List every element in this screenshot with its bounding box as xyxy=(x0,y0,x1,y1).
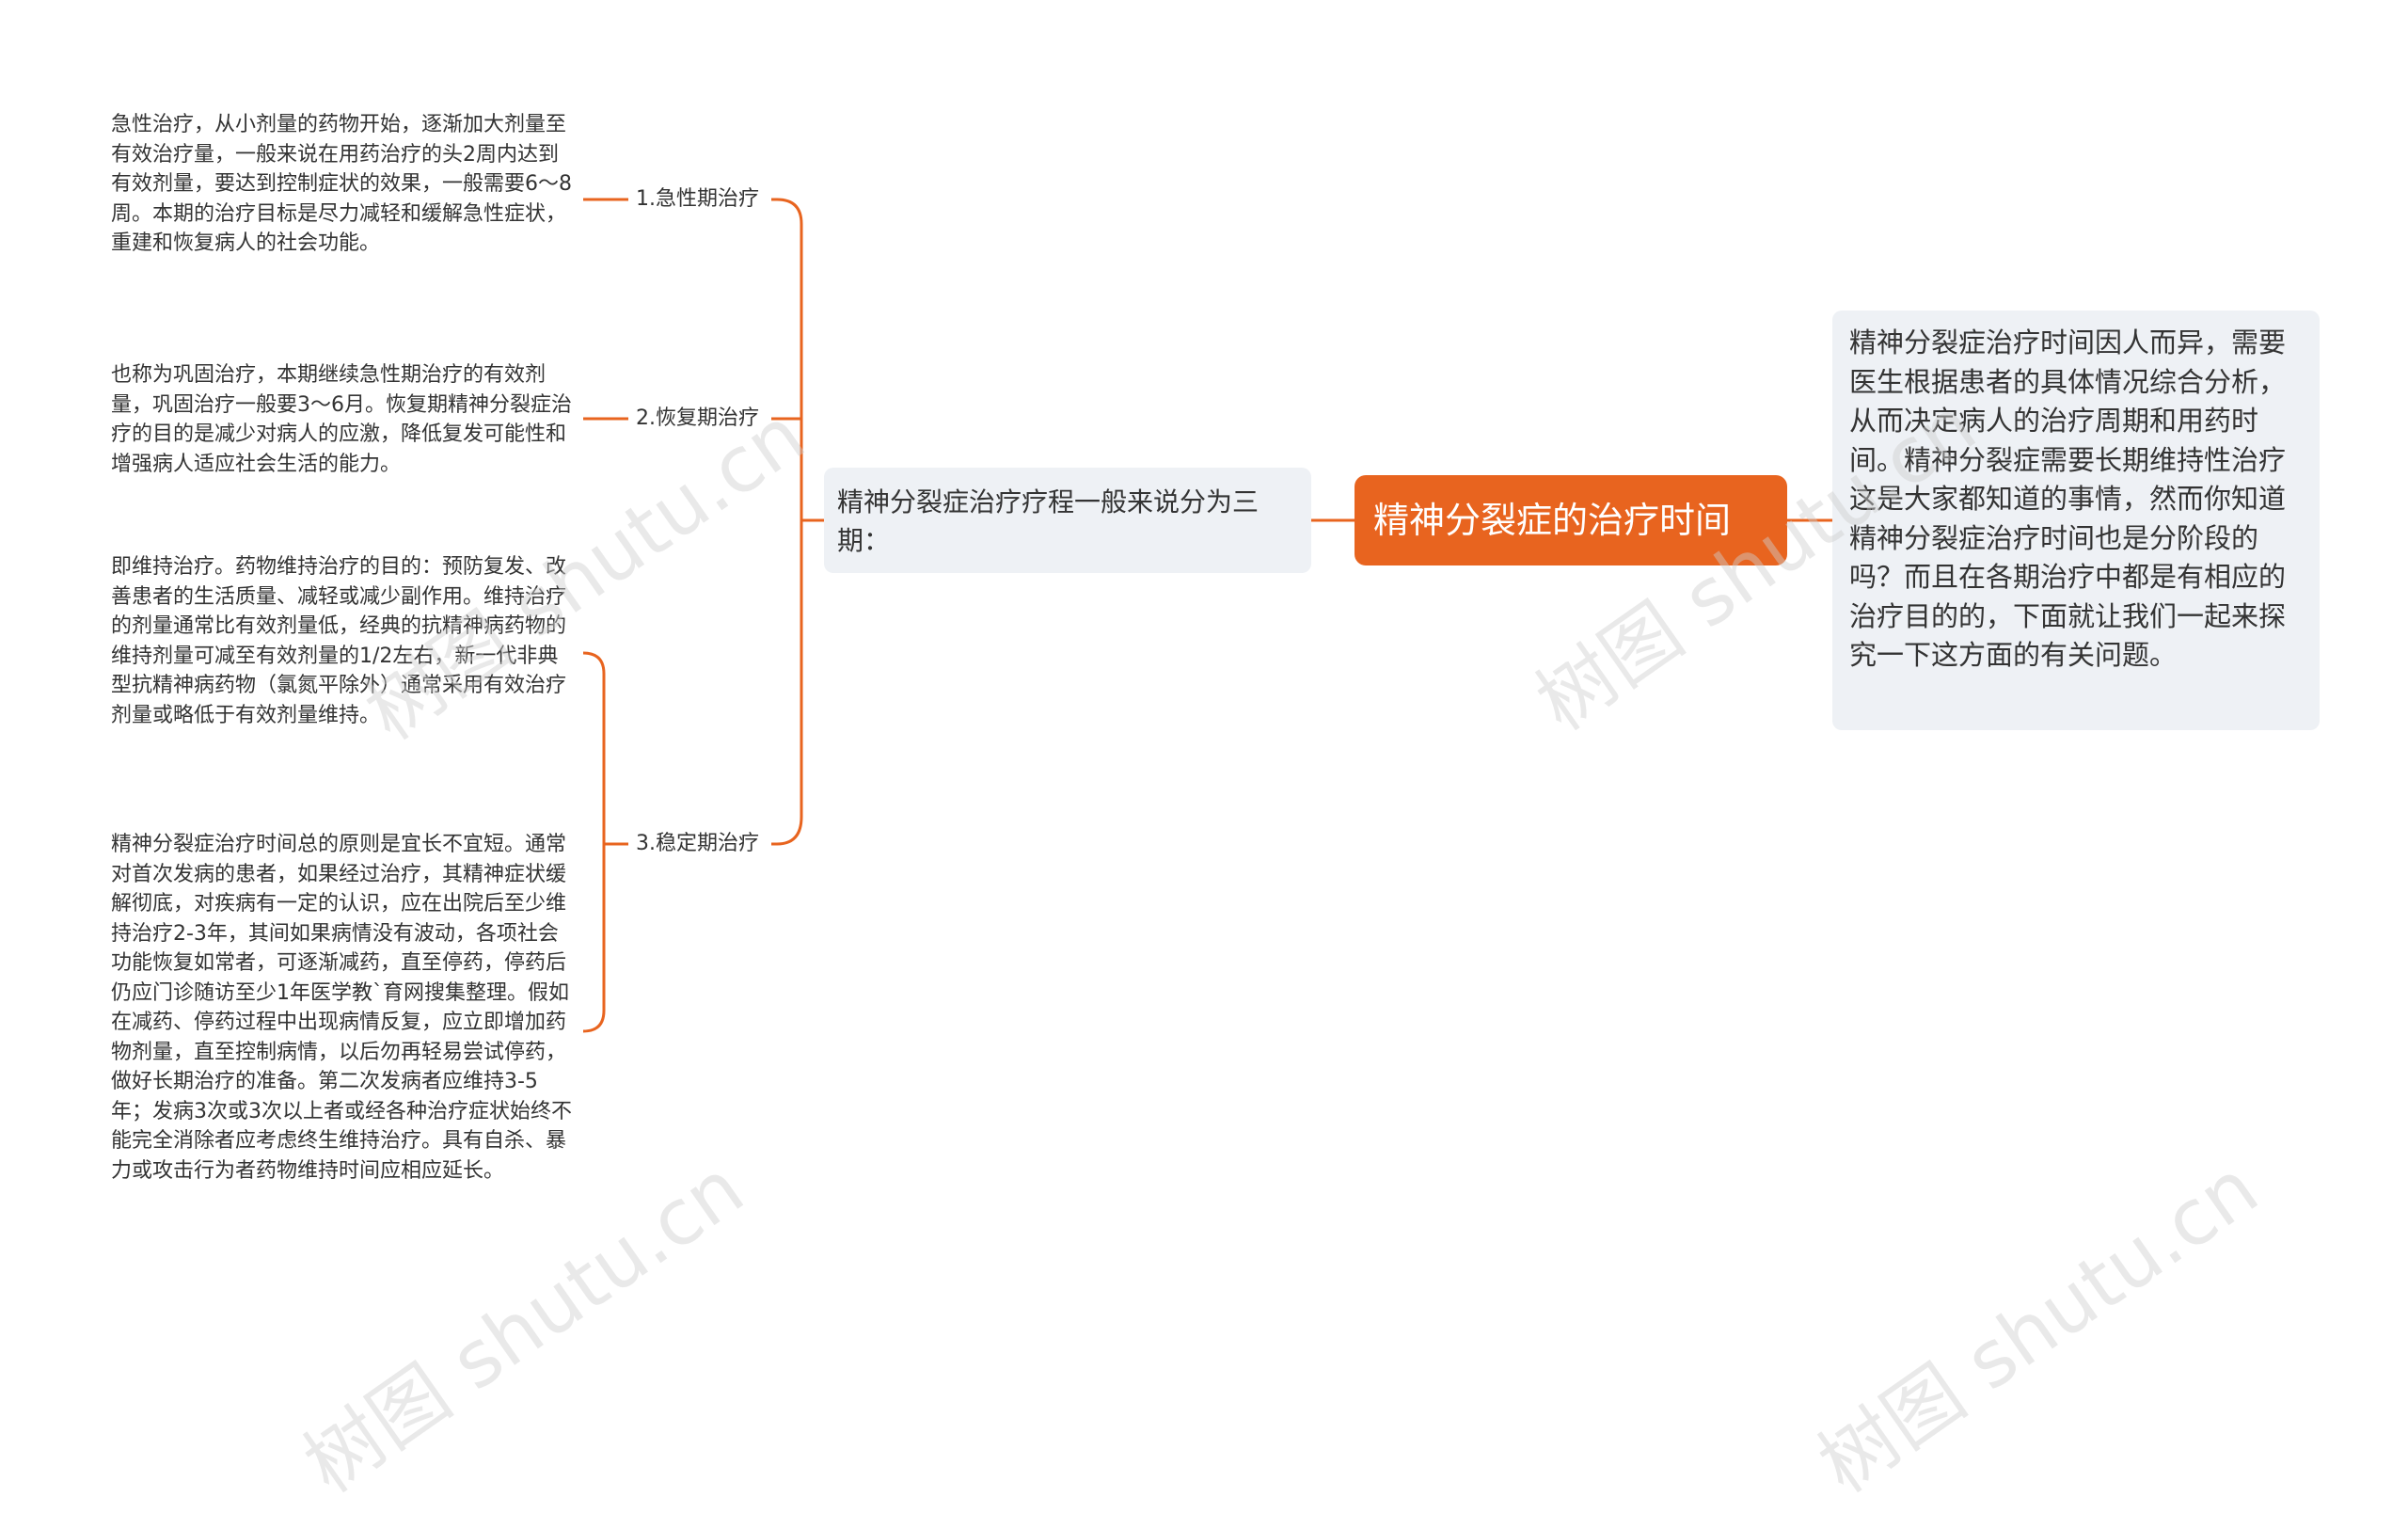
phase-detail-stable-principle[interactable]: 精神分裂症治疗时间总的原则是宜长不宜短。通常对首次发病的患者，如果经过治疗，其精… xyxy=(111,830,572,1186)
bracket-phases xyxy=(776,198,803,846)
detail-text: 也称为巩固治疗，本期继续急性期治疗的有效剂量，巩固治疗一般要3～6月。恢复期精神… xyxy=(111,363,572,476)
root-title: 精神分裂症的治疗时间 xyxy=(1373,500,1732,541)
phase-detail-acute[interactable]: 急性治疗，从小剂量的药物开始，逐渐加大剂量至有效治疗量，一般来说在用药治疗的头2… xyxy=(111,110,572,259)
overview-text: 精神分裂症治疗疗程一般来说分为三期： xyxy=(837,486,1259,556)
detail-text: 即维持治疗。药物维持治疗的目的：预防复发、改善患者的生活质量、减轻或减少副作用。… xyxy=(111,555,567,727)
phase-detail-stable-maintenance[interactable]: 即维持治疗。药物维持治疗的目的：预防复发、改善患者的生活质量、减轻或减少副作用。… xyxy=(111,552,572,730)
intro-text: 精神分裂症治疗时间因人而异，需要医生根据患者的具体情况综合分析，从而决定病人的治… xyxy=(1849,326,2287,671)
phase-node-acute[interactable]: 1.急性期治疗 xyxy=(636,185,759,214)
overview-node[interactable]: 精神分裂症治疗疗程一般来说分为三期： xyxy=(824,468,1311,573)
phase-label: 3.稳定期治疗 xyxy=(636,832,759,855)
phase-label: 2.恢复期治疗 xyxy=(636,406,759,430)
phase-detail-recovery[interactable]: 也称为巩固治疗，本期继续急性期治疗的有效剂量，巩固治疗一般要3～6月。恢复期精神… xyxy=(111,360,572,479)
root-node[interactable]: 精神分裂症的治疗时间 xyxy=(1354,475,1787,565)
phase-node-recovery[interactable]: 2.恢复期治疗 xyxy=(636,405,759,433)
detail-text: 精神分裂症治疗时间总的原则是宜长不宜短。通常对首次发病的患者，如果经过治疗，其精… xyxy=(111,833,572,1183)
intro-node[interactable]: 精神分裂症治疗时间因人而异，需要医生根据患者的具体情况综合分析，从而决定病人的治… xyxy=(1832,311,2320,730)
connector-lines xyxy=(582,198,1832,1033)
detail-text: 急性治疗，从小剂量的药物开始，逐渐加大剂量至有效治疗量，一般来说在用药治疗的头2… xyxy=(111,113,572,255)
phase-node-stable[interactable]: 3.稳定期治疗 xyxy=(636,830,759,858)
bracket-phase3 xyxy=(582,651,606,1033)
phase-label: 1.急性期治疗 xyxy=(636,187,759,211)
